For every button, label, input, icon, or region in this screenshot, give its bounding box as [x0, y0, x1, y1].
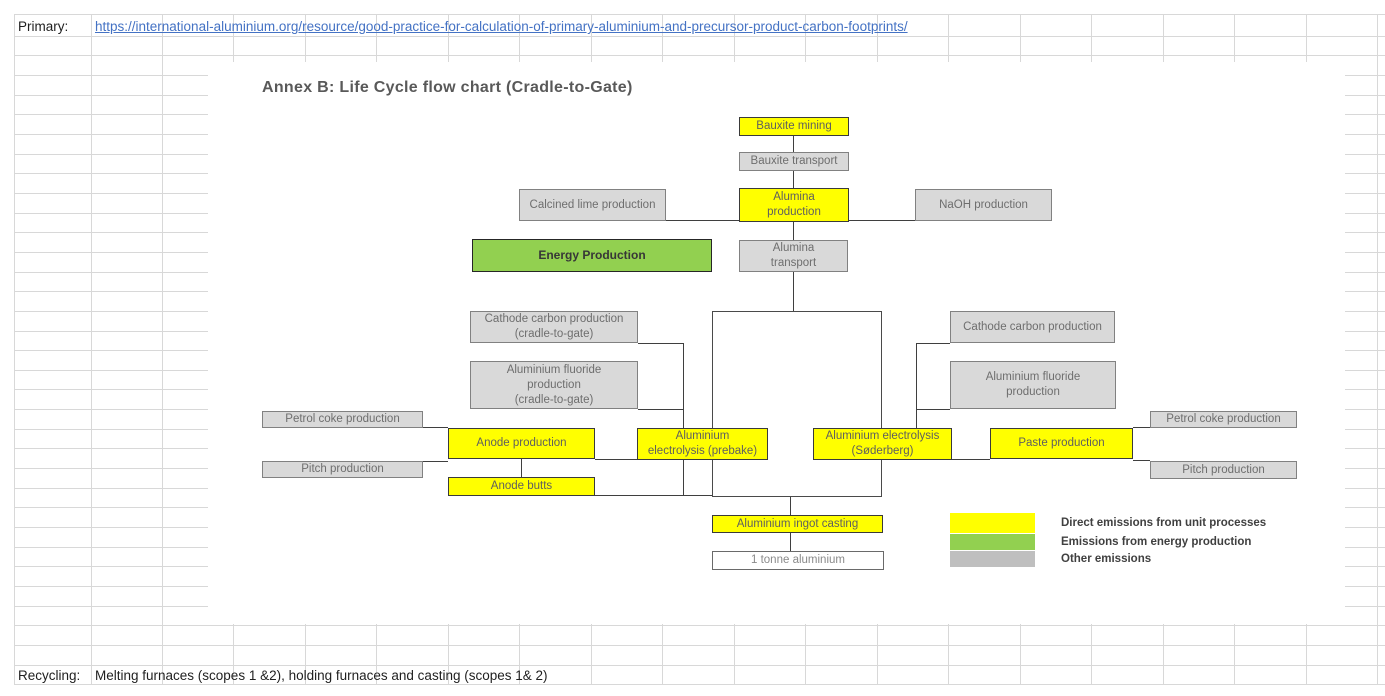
flow-node-one-tonne-aluminium: 1 tonne aluminium: [712, 551, 884, 570]
flow-node-aluminium-fluoride-production-left: Aluminium fluoride production (cradle-to-g…: [470, 361, 638, 409]
flow-node-label: Petrol coke production: [1166, 413, 1281, 425]
gridline: [14, 664, 1385, 666]
flow-node-cathode-carbon-production-right: Cathode carbon production: [950, 311, 1115, 343]
legend-swatch: [950, 551, 1035, 567]
legend-swatch: [950, 513, 1035, 533]
flow-connector-line: [916, 409, 950, 410]
flow-node-label: (cradle-to-gate): [514, 328, 594, 340]
flow-connector-line: [916, 343, 917, 428]
flow-connector-line: [952, 459, 990, 460]
flow-node-label: electrolysis (prebake): [647, 445, 758, 457]
gridline: [14, 625, 1385, 627]
flow-node-label: Pitch production: [1182, 463, 1265, 476]
flow-node-paste-production: Paste production: [990, 428, 1133, 459]
gridline: [14, 36, 1385, 37]
flow-node-naoh-production: NaOH production: [915, 189, 1052, 221]
flow-node-label: 1 tonne aluminium: [751, 554, 845, 566]
flow-node-label: Paste production: [1018, 437, 1105, 449]
flow-node-aluminium-ingot-casting: Aluminium ingot casting: [712, 515, 883, 533]
gridline: [162, 14, 163, 684]
flow-connector-line: [1133, 460, 1150, 461]
flow-node-bauxite-mining: Bauxite mining: [739, 117, 849, 136]
gridline: [14, 55, 1385, 57]
flow-node-label: Alumina: [772, 242, 815, 254]
flow-node-petrol-coke-production-left: Petrol coke production: [262, 411, 423, 428]
flow-node-calcined-lime-production: Calcined lime production: [519, 189, 666, 221]
legend-label: Direct emissions from unit processes: [1061, 517, 1267, 529]
flow-connector-line: [683, 343, 684, 428]
flow-node-label: Aluminium fluoride: [985, 371, 1081, 383]
flow-connector-line: [423, 427, 448, 428]
flow-node-anode-production: Anode production: [448, 428, 595, 459]
flow-connector-line: [916, 343, 950, 344]
flow-connector-line: [595, 459, 637, 460]
flow-node-energy-production: Energy Production: [472, 239, 712, 272]
flow-node-label: (cradle-to-gate): [514, 393, 594, 406]
flow-node-label: Bauxite transport: [750, 155, 838, 167]
flow-connector-line: [683, 460, 684, 496]
legend-swatch: [950, 534, 1035, 550]
chart-title: Annex B: Life Cycle flow chart (Cradle-t…: [262, 79, 633, 96]
flow-node-label: Petrol coke production: [285, 413, 400, 425]
flow-connector-line: [793, 135, 794, 152]
flow-connector-line: [595, 495, 712, 496]
flow-node-alumina-production: Alumina production: [739, 188, 849, 222]
flow-node-anode-butts: Anode butts: [448, 477, 595, 496]
flow-node-aluminium-fluoride-production-right: Aluminium fluoride production: [950, 361, 1116, 409]
gridline: [14, 14, 15, 684]
flow-node-alumina-transport: Alumina transport: [739, 240, 848, 272]
flow-node-aluminium-electrolysis-soderberg: Aluminium electrolysis (Søderberg): [813, 428, 952, 460]
flow-node-label: Aluminium electrolysis: [825, 430, 940, 442]
flow-connector-line: [638, 343, 683, 344]
gridline: [1377, 14, 1378, 684]
flow-node-label: Anode production: [476, 437, 567, 449]
flow-connector-line: [793, 171, 794, 188]
flow-node-aluminium-electrolysis-prebake: Aluminium electrolysis (prebake): [637, 428, 768, 460]
recycling-text-cell[interactable]: Melting furnaces (scopes 1 &2), holding …: [95, 668, 548, 683]
flow-node-label: Bauxite mining: [756, 120, 832, 132]
primary-url-link[interactable]: https://international-aluminium.org/reso…: [95, 19, 908, 34]
flow-node-central-frame: [712, 311, 882, 497]
gridline: [14, 684, 1385, 686]
flow-node-label: Aluminium ingot casting: [736, 517, 859, 530]
flow-node-label: Anode butts: [490, 480, 553, 492]
flow-node-label: Aluminium: [675, 430, 730, 442]
flow-node-pitch-production-left: Pitch production: [262, 461, 423, 478]
flow-connector-line: [638, 409, 683, 410]
flow-node-label: Alumina: [773, 191, 815, 203]
flow-node-label: production: [527, 378, 581, 391]
recycling-label-cell[interactable]: Recycling:: [18, 668, 81, 683]
flow-connector-line: [793, 272, 794, 311]
flow-connector-line: [1133, 427, 1150, 428]
flow-node-label: Calcined lime production: [529, 198, 656, 211]
flow-node-label: Cathode carbon production: [484, 313, 624, 325]
flow-node-label: Cathode carbon production: [963, 320, 1102, 333]
flow-node-label: transport: [770, 257, 817, 269]
flow-node-cathode-carbon-production-left: Cathode carbon production (cradle-to-gate…: [470, 311, 638, 343]
gridline: [91, 14, 92, 684]
flow-node-label: Aluminium fluoride: [506, 363, 602, 376]
gridline: [14, 644, 1385, 646]
flow-node-bauxite-transport: Bauxite transport: [739, 152, 849, 171]
flow-connector-line: [423, 461, 448, 462]
flow-node-label: Energy Production: [538, 248, 646, 262]
flow-connector-line: [793, 222, 794, 240]
flow-node-label: production: [767, 206, 821, 218]
flow-connector-line: [521, 459, 522, 477]
flow-connector-line: [790, 533, 791, 551]
flow-connector-line: [790, 497, 791, 515]
flow-node-pitch-production-right: Pitch production: [1150, 461, 1297, 479]
flow-node-label: NaOH production: [939, 198, 1028, 211]
flow-node-label: Pitch production: [301, 463, 384, 475]
flow-node-petrol-coke-production-right: Petrol coke production: [1150, 411, 1297, 428]
gridline: [14, 14, 1385, 15]
legend-label: Emissions from energy production: [1061, 536, 1252, 548]
legend-label: Other emissions: [1061, 553, 1152, 565]
flow-node-label: production: [1006, 386, 1060, 398]
flow-node-label: (Søderberg): [851, 445, 914, 457]
primary-label-cell[interactable]: Primary:: [18, 19, 69, 34]
